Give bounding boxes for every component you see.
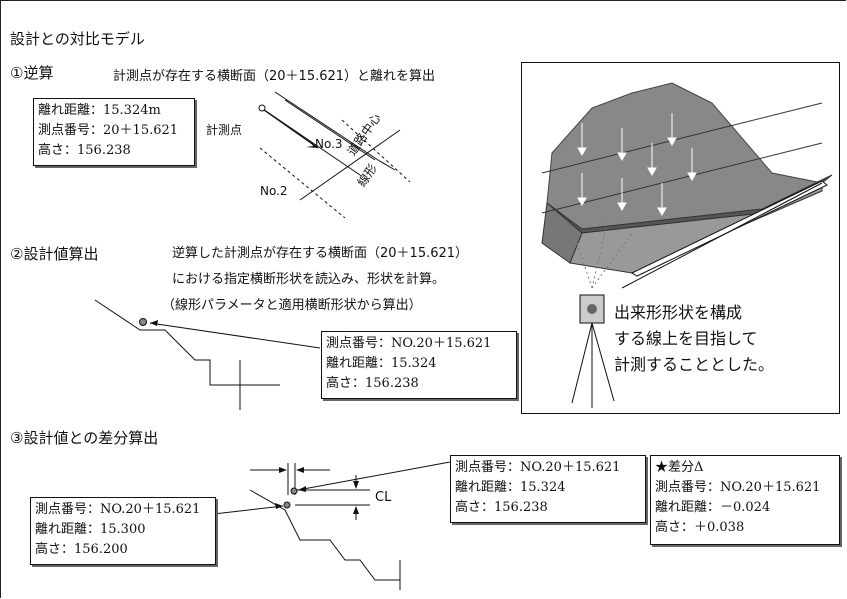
step3-design-distance: 離れ距離：15.300 [35,522,146,537]
step3-measured-distance: 離れ距離：15.324 [455,480,566,495]
slope-surface [546,82,824,234]
difference-distance: 離れ距離：－0.024 [655,500,771,515]
step3-measured-box: 測点番号：NO.20＋15.621 離れ距離：15.324 高さ：156.238 [450,455,646,523]
step3-measured-station: 測点番号：NO.20＋15.621 [455,460,621,475]
step2-height: 高さ：156.238 [326,376,419,391]
step1-result-box: 離れ距離：15.324m 測点番号：20＋15.621 高さ：156.238 [33,98,195,166]
label-measured-point: 計測点 [206,123,243,137]
design-pointer [149,322,321,349]
step3-heading: ③設計値との差分算出 [10,429,159,447]
panel-caption: 出来形形状を構成 する線上を目指して 計測することとした。 [614,300,774,378]
tripod-leg [571,322,593,404]
measured-point-marker-3 [290,487,298,495]
step3-design-height: 高さ：156.200 [35,542,128,557]
road-edge-lower [259,147,346,219]
difference-station: 測点番号：NO.20＋15.621 [655,480,821,495]
step1-heading: ①逆算 [10,64,54,82]
figure-title: 設計との対比モデル [10,30,145,48]
step2-desc-line1: 逆算した計測点が存在する横断面（20＋15.621） [172,246,469,261]
measured-point-marker [258,104,266,112]
slope-illustration [541,82,833,408]
caption-line1: 出来形形状を構成 [614,303,743,322]
step3-measured-height: 高さ：156.238 [455,500,548,515]
step1-height: 高さ：156.238 [38,143,131,158]
slope-illustration-panel: 出来形形状を構成 する線上を目指して 計測することとした。 [521,62,840,414]
label-cl: CL [375,490,392,505]
design-point-marker-3 [283,501,291,509]
step2-distance: 離れ距離：15.324 [326,356,437,371]
difference-section-profile [249,489,400,581]
caption-line2: する線上を目指して [614,329,758,348]
step2-station: 測点番号：NO.20＋15.621 [326,336,492,351]
step2-desc-line3: （線形パラメータと適用横断形状から算出） [162,298,422,313]
step3-design-station: 測点番号：NO.20＋15.621 [35,502,201,517]
no3-line [274,91,379,161]
step1-distance: 離れ距離：15.324m [38,103,161,118]
step1-description: 計測点が存在する横断面（20＋15.621）と離れを算出 [113,69,436,84]
step3-design-box: 測点番号：NO.20＋15.621 離れ距離：15.300 高さ：156.200 [30,497,216,565]
label-no3: No.3 [315,137,343,151]
caption-line3: 計測することとした。 [614,355,775,374]
step3-difference-box: ★差分Δ 測点番号：NO.20＋15.621 離れ距離：－0.024 高さ：＋0… [650,455,840,545]
difference-height: 高さ：＋0.038 [655,520,745,535]
design-section-profile [94,299,280,386]
target-arrows [577,113,697,217]
instrument-sight-lines [576,222,633,289]
step1-station: 測点番号：20＋15.621 [38,123,179,138]
step2-heading: ②設計値算出 [10,245,99,263]
offset-arrow [263,109,319,149]
label-no2: No.2 [260,184,288,198]
difference-title: ★差分Δ [655,460,704,475]
step2-result-box: 測点番号：NO.20＋15.621 離れ距離：15.324 高さ：156.238 [321,331,517,399]
road-center-line [299,129,401,201]
design-point-marker [139,318,147,326]
step2-desc-line2: における指定横断形状を読込み、形状を計算。 [172,272,446,287]
